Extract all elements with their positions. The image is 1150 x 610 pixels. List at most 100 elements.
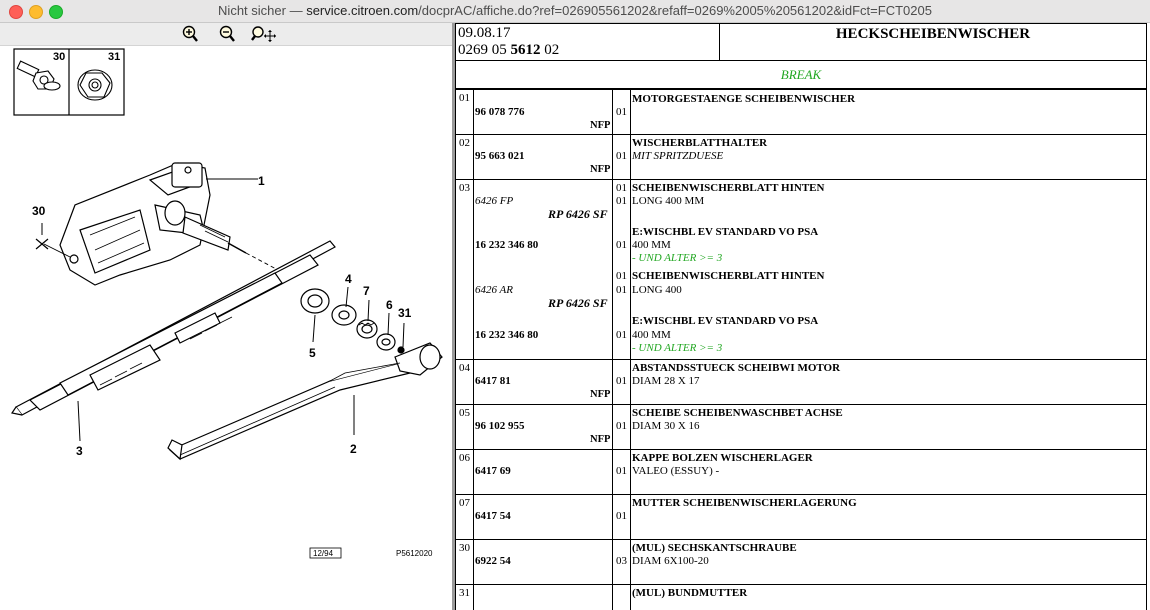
table-row[interactable]: 30 6922 54 03 (MUL) SECHSKANTSCHRAUBE DI… bbox=[455, 540, 1147, 585]
table-row[interactable]: 31 (MUL) BUNDMUTTER bbox=[455, 585, 1147, 610]
part-detail: 400 MM bbox=[632, 329, 671, 341]
table-row[interactable]: 07 6417 54 01 MUTTER SCHEIBENWISCHERLAGE… bbox=[455, 495, 1147, 540]
applicability-note: - UND ALTER >= 3 bbox=[632, 342, 723, 354]
callout-2: 2 bbox=[350, 442, 357, 456]
nfp-flag: NFP bbox=[590, 120, 611, 131]
fastener-inset: 30 31 bbox=[13, 48, 125, 116]
quantity: 03 bbox=[616, 555, 627, 567]
supplier-ref[interactable]: RP 6426 SF bbox=[548, 207, 608, 221]
part-description: E:WISCHBL EV STANDARD VO PSA bbox=[632, 315, 819, 327]
quantity: 01 bbox=[616, 195, 627, 207]
part-number[interactable]: 6417 54 bbox=[475, 510, 511, 522]
table-row[interactable]: 04 6417 81 NFP 01 ABSTANDSSTUECK SCHEIBW… bbox=[455, 360, 1147, 405]
part-detail: DIAM 28 X 17 bbox=[632, 375, 700, 387]
row-position: 30 bbox=[459, 542, 470, 554]
table-row[interactable]: 03 6426 FP RP 6426 SF 01 01 SCHEIBENWISC… bbox=[455, 180, 1147, 360]
callout-30: 30 bbox=[32, 204, 46, 218]
maximize-window-button[interactable] bbox=[49, 5, 63, 19]
zoom-in-icon[interactable] bbox=[180, 25, 200, 43]
parts-list-pane: 09.08.17 0269 05 5612 02 HECKSCHEIBENWIS… bbox=[455, 23, 1150, 610]
drawing-footer: 12/94 P5612020 bbox=[309, 547, 433, 559]
row-position: 31 bbox=[459, 587, 470, 599]
callout-7: 7 bbox=[363, 284, 370, 298]
close-window-button[interactable] bbox=[9, 5, 23, 19]
plate-reference: P5612020 bbox=[396, 549, 433, 558]
zoom-toolbar bbox=[0, 23, 452, 46]
part-number[interactable]: 96 078 776 bbox=[475, 106, 525, 118]
part-number[interactable]: 16 232 346 80 bbox=[475, 239, 539, 251]
header-ref-box: 09.08.17 0269 05 5612 02 bbox=[456, 24, 720, 60]
supplier-code: 6426 FP bbox=[475, 195, 514, 207]
illustration-pane: 30 31 bbox=[0, 23, 452, 610]
callout-1: 1 bbox=[258, 174, 265, 188]
wiper-blade-drawing bbox=[11, 240, 336, 416]
security-warning: Nicht sicher — bbox=[218, 3, 307, 18]
part-description: SCHEIBENWISCHERBLATT HINTEN bbox=[632, 182, 825, 194]
zoom-pan-icon[interactable] bbox=[250, 25, 278, 43]
nfp-flag: NFP bbox=[590, 164, 611, 175]
part-detail: LONG 400 bbox=[632, 284, 682, 296]
zoom-out-icon[interactable] bbox=[217, 25, 237, 43]
row-position: 03 bbox=[459, 182, 470, 194]
quantity: 01 bbox=[616, 465, 627, 477]
part-detail: LONG 400 MM bbox=[632, 195, 705, 207]
quantity: 01 bbox=[616, 270, 627, 282]
row-position: 07 bbox=[459, 497, 470, 509]
drawing-date-code: 12/94 bbox=[313, 549, 334, 558]
variant-label: BREAK bbox=[455, 61, 1147, 89]
part-number[interactable]: 95 663 021 bbox=[475, 150, 525, 162]
table-row[interactable]: 05 96 102 955 NFP 01 SCHEIBE SCHEIBENWAS… bbox=[455, 405, 1147, 450]
quantity: 01 bbox=[616, 420, 627, 432]
callout-5: 5 bbox=[309, 346, 316, 360]
header-date: 09.08.17 bbox=[458, 25, 511, 41]
part-detail: MIT SPRITZDUESE bbox=[632, 150, 724, 162]
supplier-code: 6426 AR bbox=[475, 284, 513, 296]
table-row[interactable]: 02 95 663 021 NFP 01 WISCHERBLATTHALTER … bbox=[455, 135, 1147, 180]
header-plate-ref: 0269 05 5612 02 bbox=[458, 42, 559, 59]
part-number[interactable]: 6417 69 bbox=[475, 465, 511, 477]
table-row[interactable]: 06 6417 69 01 KAPPE BOLZEN WISCHERLAGER … bbox=[455, 450, 1147, 495]
nfp-flag: NFP bbox=[590, 389, 611, 400]
part-number[interactable]: 6922 54 bbox=[475, 555, 511, 567]
flange-nut-icon bbox=[77, 69, 113, 101]
exploded-parts-drawing: 30 31 bbox=[11, 48, 443, 559]
quantity: 01 bbox=[616, 329, 627, 341]
table-row[interactable]: 01 96 078 776 NFP 01 MOTORGESTAENGE SCHE… bbox=[455, 89, 1147, 135]
part-description: WISCHERBLATTHALTER bbox=[632, 137, 768, 149]
row-position: 05 bbox=[459, 407, 470, 419]
part-description: SCHEIBE SCHEIBENWASCHBET ACHSE bbox=[632, 407, 843, 419]
callout-31: 31 bbox=[398, 306, 412, 320]
quantity: 01 bbox=[616, 150, 627, 162]
callout-4: 4 bbox=[345, 272, 352, 286]
part-number[interactable]: 6417 81 bbox=[475, 375, 511, 387]
part-number[interactable]: 16 232 346 80 bbox=[475, 329, 539, 341]
part-number[interactable]: 96 102 955 bbox=[475, 420, 525, 432]
row-position: 01 bbox=[459, 92, 470, 104]
quantity: 01 bbox=[616, 375, 627, 387]
spacer-washer-drawing bbox=[300, 288, 405, 354]
url-path: /docprAC/affiche.do?ref=026905561202&ref… bbox=[418, 3, 932, 18]
ref-suffix: 02 bbox=[540, 42, 560, 58]
part-description: (MUL) SECHSKANTSCHRAUBE bbox=[632, 542, 797, 554]
page-title: HECKSCHEIBENWISCHER bbox=[835, 26, 1031, 42]
nfp-flag: NFP bbox=[590, 434, 611, 445]
applicability-note: - UND ALTER >= 3 bbox=[632, 252, 723, 264]
row-position: 06 bbox=[459, 452, 470, 464]
window-title: Nicht sicher — service.citroen.com/docpr… bbox=[0, 3, 1150, 18]
part-description: E:WISCHBL EV STANDARD VO PSA bbox=[632, 226, 819, 238]
wiper-motor-drawing bbox=[59, 162, 247, 286]
quantity: 01 bbox=[616, 106, 627, 118]
part-description: MOTORGESTAENGE SCHEIBENWISCHER bbox=[632, 93, 856, 105]
window-title-bar: Nicht sicher — service.citroen.com/docpr… bbox=[0, 0, 1150, 23]
pane-divider[interactable] bbox=[452, 23, 455, 610]
wiper-arm-drawing bbox=[167, 342, 443, 461]
inset-label-31: 31 bbox=[108, 51, 120, 63]
part-description: MUTTER SCHEIBENWISCHERLAGERUNG bbox=[632, 497, 857, 509]
ref-bold: 5612 bbox=[510, 42, 541, 58]
part-description: SCHEIBENWISCHERBLATT HINTEN bbox=[632, 270, 825, 282]
supplier-ref[interactable]: RP 6426 SF bbox=[548, 296, 608, 310]
inset-label-30: 30 bbox=[53, 51, 65, 63]
ref-prefix: 0269 05 bbox=[458, 42, 511, 58]
minimize-window-button[interactable] bbox=[29, 5, 43, 19]
part-description: ABSTANDSSTUECK SCHEIBWI MOTOR bbox=[632, 362, 841, 374]
